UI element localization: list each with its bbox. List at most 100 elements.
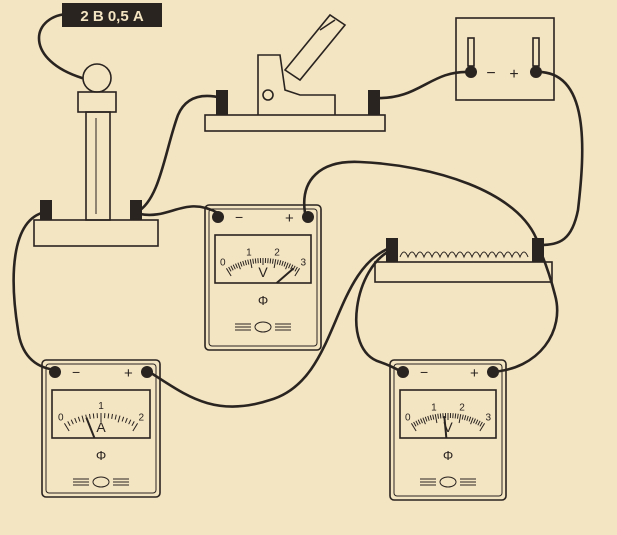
voltmeter-bottom-needle [443, 416, 448, 439]
voltmeter-top-scale-label: 1 [246, 247, 252, 258]
voltmeter-top-plus-sign: + [285, 210, 294, 227]
voltmeter-bottom-tick [420, 418, 423, 424]
voltmeter-top-zero-adjust-screw[interactable] [254, 321, 272, 333]
voltmeter-bottom-tick [461, 414, 464, 420]
voltmeter-bottom-tick [432, 414, 435, 420]
voltmeter-bottom-tick [439, 413, 442, 419]
voltmeter-bottom-tick [427, 415, 430, 421]
ammeter-tick [77, 416, 81, 422]
voltmeter-top-tick [290, 264, 294, 270]
voltmeter-top-needle [276, 267, 295, 284]
ammeter-tick [111, 413, 113, 419]
voltmeter-bottom-tick [437, 413, 439, 419]
voltmeter-top-tick [269, 258, 272, 264]
wire-lamp-to-switch [135, 94, 224, 214]
voltmeter-top-tick [237, 262, 241, 270]
voltmeter-top-terminal-positive[interactable] [302, 211, 314, 223]
lamp-socket [77, 91, 117, 113]
voltmeter-bottom-tick [479, 421, 483, 427]
voltmeter-top-tick [244, 260, 247, 266]
voltmeter-top-dial [214, 234, 312, 284]
switch-handle[interactable] [283, 13, 347, 82]
battery-terminal-positive[interactable] [530, 66, 542, 78]
switch-terminal-left[interactable] [216, 90, 228, 115]
voltmeter-bottom-terminal-negative[interactable] [397, 366, 409, 378]
battery: − + [455, 17, 555, 101]
voltmeter-bottom-tick [415, 420, 419, 426]
voltmeter-top-tick [230, 265, 234, 271]
voltmeter-top-scale-label: 2 [274, 247, 280, 258]
voltmeter-top-tick [254, 258, 257, 264]
voltmeter-bottom-tick [470, 417, 474, 425]
voltmeter-bottom-tick [473, 418, 476, 424]
svg-text:2 В 0,5 А: 2 В 0,5 А [80, 8, 144, 25]
voltmeter-bottom-tick [417, 419, 421, 425]
voltmeter-top-tick [249, 259, 253, 269]
voltmeter-top-tick [283, 261, 287, 267]
voltmeter-top-tick [272, 258, 274, 264]
voltmeter-bottom-tick [424, 416, 428, 422]
ammeter-tick [128, 419, 132, 425]
switch-terminal-right[interactable] [368, 90, 380, 115]
voltmeter-top-tick [294, 266, 298, 272]
ammeter-plus-sign: + [124, 365, 133, 382]
ammeter-terminal-negative[interactable] [49, 366, 61, 378]
voltmeter-top-tick [252, 258, 254, 264]
rheostat-terminal-left[interactable] [386, 238, 398, 262]
ammeter-zero-adjust-screw[interactable] [92, 476, 110, 488]
voltmeter-top-tick [228, 266, 232, 272]
voltmeter-top-tick [225, 268, 232, 277]
ammeter-scale-label: 0 [58, 412, 64, 423]
voltmeter-bottom-tick [458, 414, 462, 424]
ammeter-tick [74, 417, 78, 423]
voltmeter-top-scale-label: 0 [220, 257, 226, 268]
voltmeter-bottom-scale-label: 1 [431, 402, 437, 413]
ammeter-tick [121, 416, 125, 422]
voltmeter-bottom-tick [468, 416, 472, 422]
voltmeter-bottom-unit-label: V [443, 419, 453, 435]
switch-base [204, 114, 386, 132]
ammeter-tick [132, 423, 139, 432]
lamp-base [33, 219, 159, 247]
ammeter-scale-label: 1 [98, 401, 104, 412]
ammeter-terminal-positive[interactable] [141, 366, 153, 378]
battery-terminal-negative[interactable] [465, 66, 477, 78]
rheostat-terminal-right[interactable] [532, 238, 544, 262]
voltmeter-bottom-zero-adjust-screw[interactable] [439, 476, 457, 488]
ammeter-tick [107, 413, 110, 419]
ammeter-tick [70, 419, 74, 425]
battery-minus-sign: − [486, 65, 495, 82]
ammeter-tick [81, 415, 85, 423]
lamp-terminal-left[interactable] [40, 200, 52, 220]
wire-battery-to-rheostat [534, 70, 584, 247]
rheostat[interactable] [374, 238, 553, 283]
voltmeter-top-terminal-negative[interactable] [212, 211, 224, 223]
wire-voltmeter-to-rheostat [302, 160, 540, 245]
voltmeter-bottom-terminal-positive[interactable] [487, 366, 499, 378]
voltmeter-bottom-scale-label: 3 [485, 412, 491, 423]
voltmeter-bottom-dial [399, 389, 497, 439]
wire-ammeter-to-rheostat [144, 245, 394, 408]
knife-switch[interactable] [204, 13, 386, 132]
ammeter-tick [117, 415, 121, 423]
voltmeter-top-tick [273, 259, 277, 269]
lamp-terminal-right[interactable] [130, 200, 142, 220]
voltmeter-bottom-tick [410, 423, 417, 432]
voltmeter-top-unit-label: V [258, 264, 268, 280]
ammeter-tick [124, 417, 128, 423]
voltmeter-bottom-minus-sign: − [420, 364, 428, 380]
switch-frame [257, 54, 336, 115]
lamp-column [85, 111, 111, 221]
rheostat-coil [399, 251, 529, 259]
voltmeter-top-tick [232, 264, 236, 270]
voltmeter-bottom-symbol: Φ [443, 448, 453, 463]
voltmeter-top-tick [242, 260, 245, 266]
voltmeter-top-scale-label: 3 [300, 257, 306, 268]
voltmeter-bottom-tick [466, 415, 469, 421]
voltmeter-bottom-plus-sign: + [470, 365, 479, 382]
wire-lamp-to-voltmeter [138, 205, 220, 217]
